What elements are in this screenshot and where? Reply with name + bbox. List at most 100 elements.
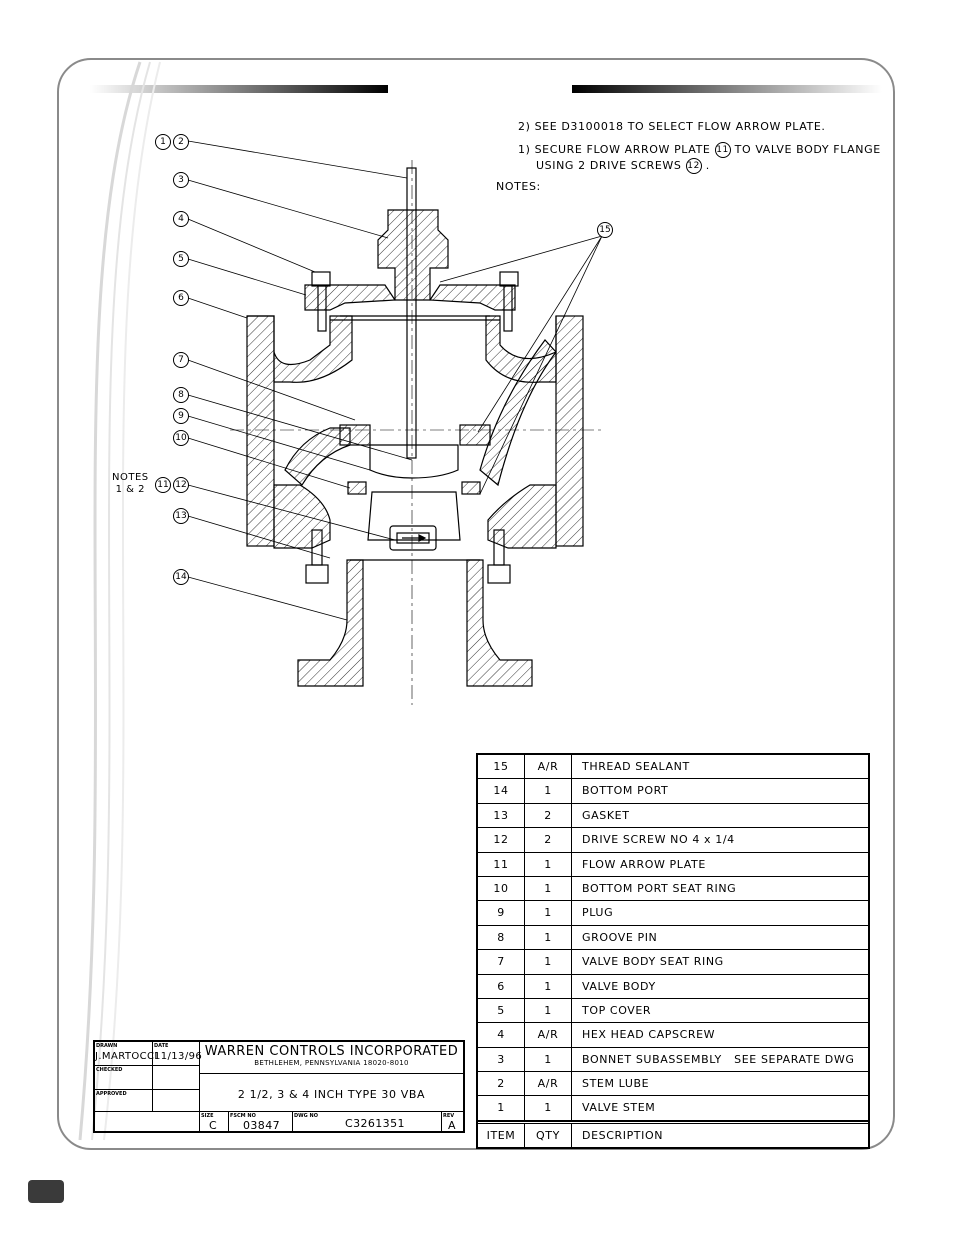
- callout-8: 8: [173, 387, 189, 403]
- item-cell: 11: [478, 852, 525, 876]
- notes-side-label-line1: NOTES: [112, 472, 149, 483]
- notes-side-label-line2: 1 & 2: [115, 484, 146, 495]
- qty-cell: 1: [525, 998, 572, 1023]
- checked-label: CHECKED: [96, 1067, 123, 1073]
- item-cell: 14: [478, 779, 525, 803]
- dwg-no-label: DWG NO: [294, 1113, 318, 1119]
- dwg-no-value: C3261351: [345, 1117, 405, 1130]
- qty-header: QTY: [525, 1123, 572, 1148]
- fscm-value: 03847: [243, 1119, 280, 1132]
- header-bar-right: [572, 85, 882, 93]
- qty-cell: 1: [525, 974, 572, 998]
- note-1-line1: 1) SECURE FLOW ARROW PLATE 11 TO VALVE B…: [518, 142, 881, 158]
- description-cell: TOP COVER: [582, 1003, 652, 1017]
- item-cell: 5: [478, 998, 525, 1023]
- callout-1: 1: [155, 134, 171, 150]
- item-cell: 8: [478, 925, 525, 950]
- callout-10: 10: [173, 430, 189, 446]
- description-cell: HEX HEAD CAPSCREW: [582, 1028, 716, 1042]
- description-cell: FLOW ARROW PLATE: [582, 857, 706, 871]
- qty-cell: 1: [525, 1047, 572, 1072]
- description-cell: VALVE STEM: [582, 1101, 656, 1115]
- description-cell: GASKET: [582, 808, 630, 822]
- callout-15: 15: [597, 222, 613, 238]
- item-cell: 13: [478, 803, 525, 828]
- size-value: C: [209, 1119, 218, 1132]
- item-cell: 1: [478, 1096, 525, 1120]
- qty-cell: A/R: [525, 1072, 572, 1096]
- callout-12: 12: [173, 477, 189, 493]
- qty-cell: A/R: [525, 1023, 572, 1047]
- callout-3: 3: [173, 172, 189, 188]
- note-1-line2: USING 2 DRIVE SCREWS 12 .: [536, 158, 881, 174]
- qty-cell: 1: [525, 876, 572, 901]
- description-cell: BOTTOM PORT SEAT RING: [582, 881, 737, 895]
- note-1-ref-12: 12: [685, 158, 702, 174]
- item-cell: 3: [478, 1047, 525, 1072]
- drawn-label: DRAWN: [96, 1043, 118, 1049]
- qty-cell: 1: [525, 852, 572, 876]
- description-cell: VALVE BODY: [582, 979, 656, 993]
- drawn-by: J.MARTOCCI: [95, 1051, 158, 1062]
- qty-cell: 1: [525, 1096, 572, 1120]
- item-cell: 4: [478, 1023, 525, 1047]
- qty-cell: 1: [525, 779, 572, 803]
- item-cell: 10: [478, 876, 525, 901]
- page-number-tab: [28, 1180, 64, 1203]
- callout-9: 9: [173, 408, 189, 424]
- notes-side-label: NOTES 1 & 2: [112, 472, 149, 496]
- rev-value: A: [448, 1119, 456, 1132]
- item-cell: 15: [478, 755, 525, 779]
- qty-cell: 1: [525, 925, 572, 950]
- description-cell: PLUG: [582, 906, 614, 920]
- qty-cell: A/R: [525, 755, 572, 779]
- callout-13: 13: [173, 508, 189, 524]
- note-1-text-b: TO VALVE BODY FLANGE: [734, 143, 881, 156]
- note-1-text-d: .: [705, 159, 710, 172]
- note-1-ref-11: 11: [714, 142, 731, 158]
- description-cell: DRIVE SCREW NO 4 x 1/4: [582, 833, 735, 847]
- notes-title: NOTES:: [496, 180, 541, 193]
- callout-5: 5: [173, 251, 189, 267]
- drawing-notes: 2) SEE D3100018 TO SELECT FLOW ARROW PLA…: [496, 120, 881, 194]
- date-value: 11/13/96: [154, 1051, 203, 1062]
- note-1-text-c: USING 2 DRIVE SCREWS: [536, 159, 682, 172]
- callout-4: 4: [173, 211, 189, 227]
- callout-11: 11: [155, 477, 171, 493]
- item-cell: 12: [478, 828, 525, 852]
- callout-7: 7: [173, 352, 189, 368]
- company-name: WARREN CONTROLS INCORPORATED: [204, 1044, 459, 1059]
- size-label: SIZE: [201, 1113, 214, 1119]
- description-header: DESCRIPTION: [582, 1128, 664, 1142]
- description-cell: VALVE BODY SEAT RING: [582, 955, 724, 969]
- drawing-title: 2 1/2, 3 & 4 INCH TYPE 30 VBA: [237, 1088, 426, 1101]
- qty-cell: 2: [525, 828, 572, 852]
- item-cell: 9: [478, 901, 525, 925]
- description-cell: STEM LUBE: [582, 1077, 650, 1091]
- header-bar-left: [90, 85, 388, 93]
- callout-2: 2: [173, 134, 189, 150]
- note-2: 2) SEE D3100018 TO SELECT FLOW ARROW PLA…: [518, 120, 826, 133]
- description-cell: THREAD SEALANT: [582, 760, 690, 773]
- title-block: DRAWN J.MARTOCCI DATE 11/13/96 CHECKED A…: [93, 1040, 465, 1133]
- fscm-label: FSCM NO: [230, 1113, 256, 1119]
